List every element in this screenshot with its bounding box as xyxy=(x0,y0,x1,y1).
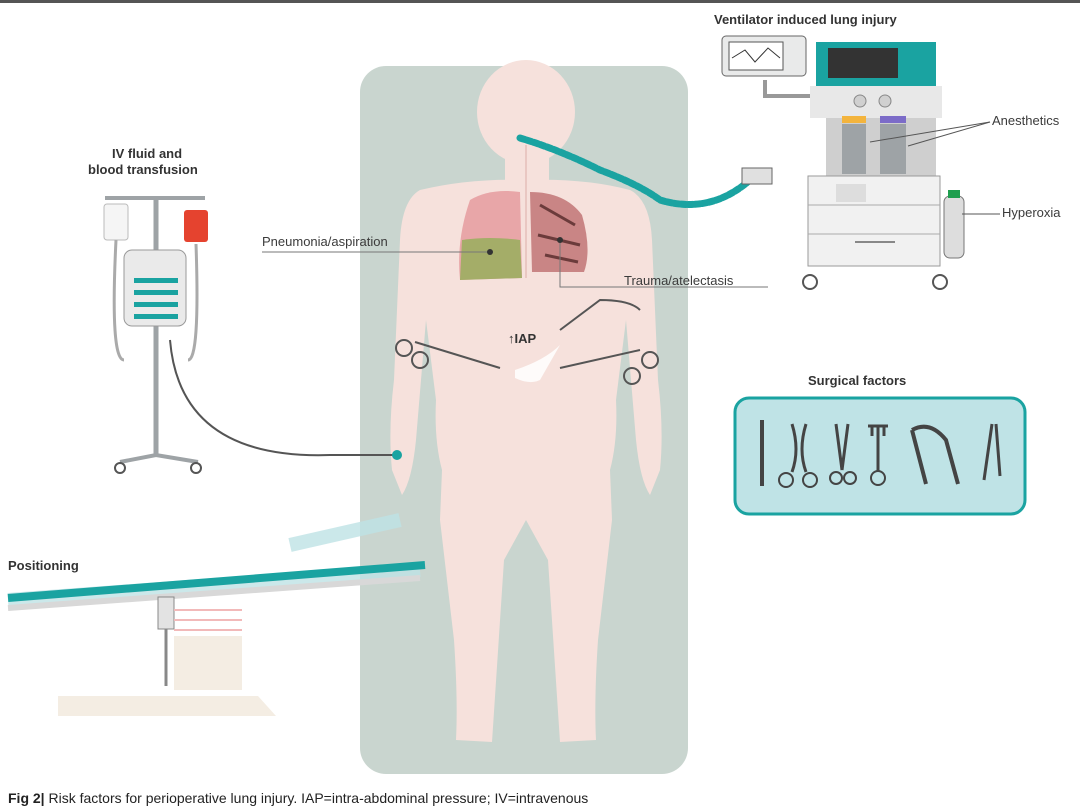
iv-line xyxy=(169,339,395,457)
iv-stand xyxy=(103,196,208,474)
caption-text: Risk factors for perioperative lung inju… xyxy=(44,790,589,806)
pointer-anesthetics-2 xyxy=(907,121,991,147)
label-iv-fluid-line2: blood transfusion xyxy=(88,162,198,177)
label-hyperoxia: Hyperoxia xyxy=(1002,205,1061,220)
iv-cannula xyxy=(392,450,402,460)
label-anesthetics: Anesthetics xyxy=(992,113,1060,128)
label-iap: ↑IAP xyxy=(508,331,537,346)
left-lung-consolidation xyxy=(460,238,522,280)
pointer-dot-pneumonia xyxy=(487,249,493,255)
pointer-anesthetics-1 xyxy=(869,121,991,143)
figure-caption: Fig 2| Risk factors for perioperative lu… xyxy=(8,790,588,806)
surgical-instruments-box xyxy=(733,396,1027,516)
ventilator-tubing xyxy=(516,134,754,208)
label-trauma: Trauma/atelectasis xyxy=(624,273,734,288)
label-surgical-factors: Surgical factors xyxy=(808,373,907,388)
anesthesia-machine xyxy=(721,35,965,290)
pointer-dot-trauma xyxy=(557,237,563,243)
top-rule xyxy=(0,0,1080,3)
pointer-trauma xyxy=(559,240,768,288)
label-positioning: Positioning xyxy=(8,558,79,573)
right-lung xyxy=(530,192,588,272)
label-pneumonia: Pneumonia/aspiration xyxy=(262,234,388,249)
laparoscopic-instruments xyxy=(395,298,659,385)
label-ventilator-injury: Ventilator induced lung injury xyxy=(714,12,897,27)
label-iv-fluid-line1: IV fluid and xyxy=(112,146,183,161)
caption-prefix: Fig 2| xyxy=(8,790,45,806)
abdominal-pressure-glow xyxy=(515,345,560,383)
positioning-table xyxy=(7,513,426,716)
